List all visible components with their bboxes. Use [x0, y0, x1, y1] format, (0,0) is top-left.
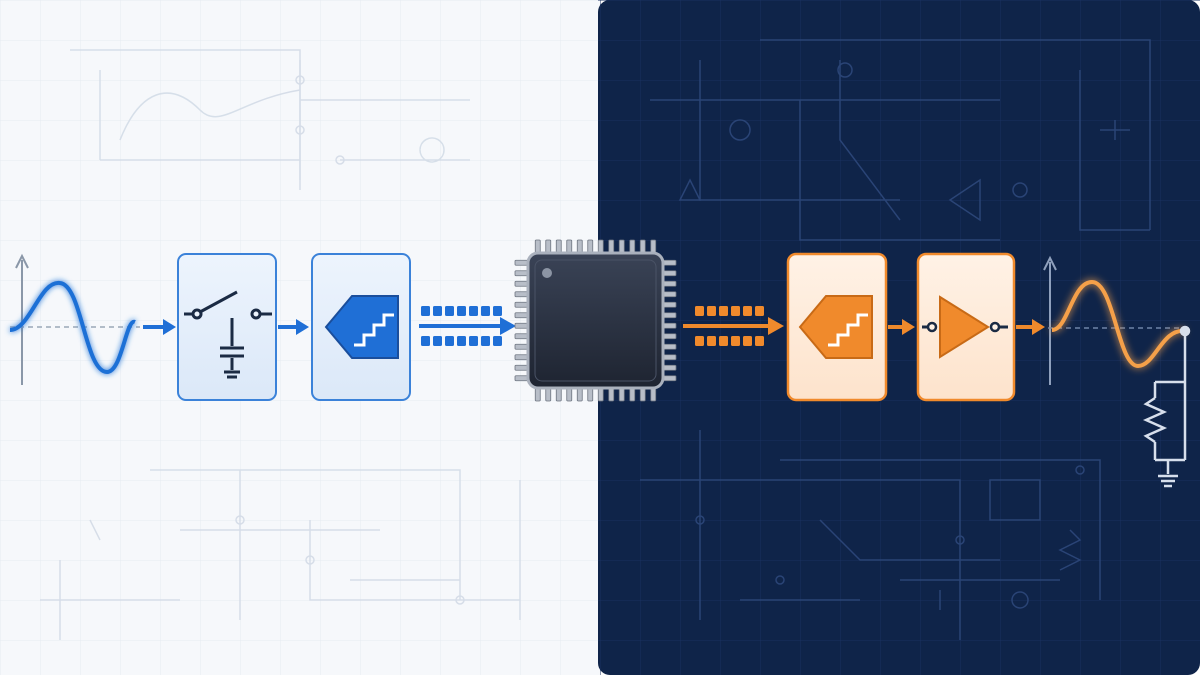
- op-amp-icon: [922, 295, 1008, 359]
- resistor-ground-icon: [1142, 325, 1191, 488]
- arrow-icon: [278, 319, 309, 335]
- switch-capacitor-icon: [184, 290, 272, 379]
- amplifier-block: [916, 252, 1016, 402]
- digital-bit-stream-in: [419, 306, 516, 346]
- microcontroller-chip: [514, 239, 677, 402]
- arrow-icon: [143, 319, 176, 335]
- dac-block: [786, 252, 888, 402]
- input-sine-wave: [9, 253, 140, 385]
- digital-bit-stream-out: [683, 306, 784, 346]
- arrow-icon: [888, 319, 915, 335]
- adc-staircase-icon: [324, 295, 399, 359]
- dac-staircase-icon: [798, 295, 873, 359]
- adc-block: [311, 253, 411, 401]
- faint-circuit-right: [640, 39, 1151, 640]
- faint-circuit-left: [40, 49, 521, 640]
- arrow-icon: [1016, 319, 1045, 335]
- output-sine-wave: [1043, 255, 1186, 385]
- sample-and-hold-block: [177, 253, 277, 401]
- right-background: [598, 0, 1200, 675]
